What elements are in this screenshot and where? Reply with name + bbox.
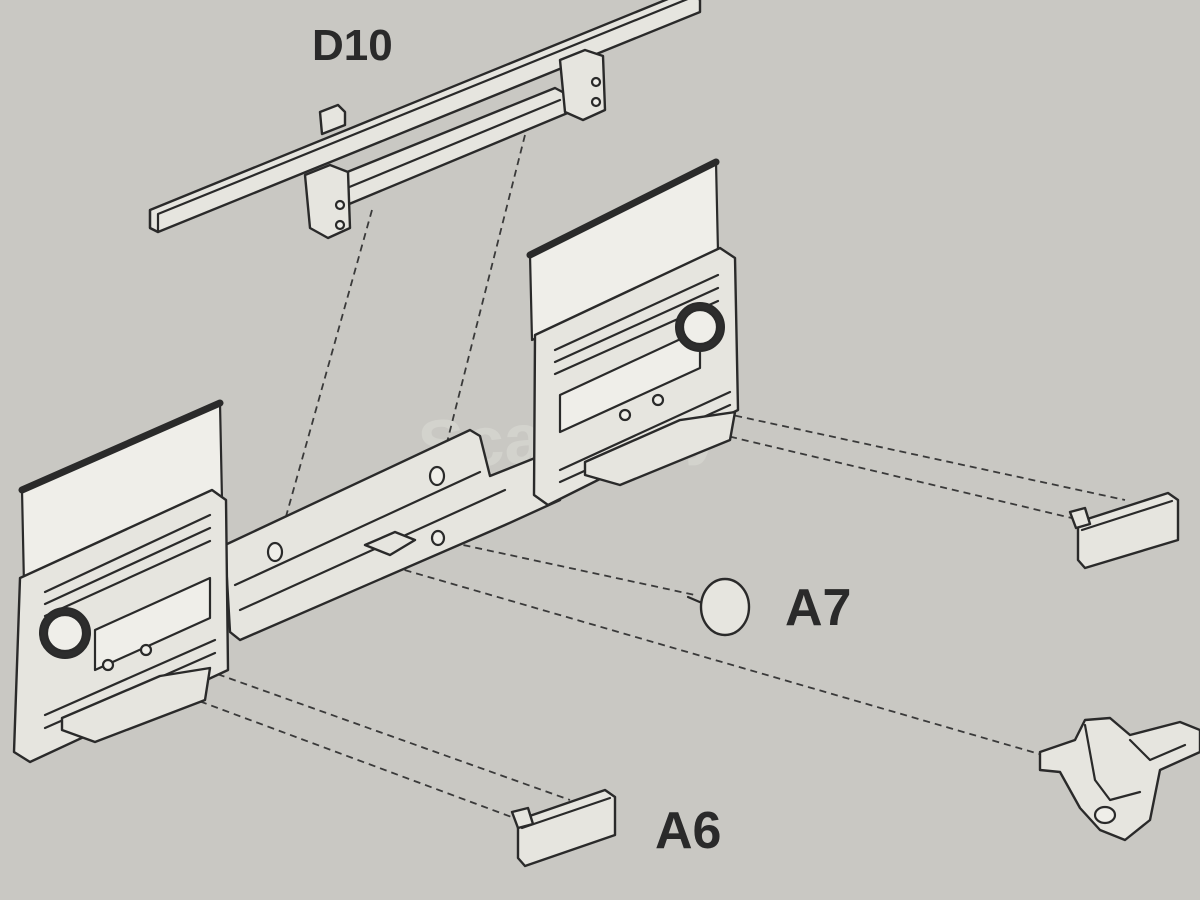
- part-a6-right: [1068, 491, 1180, 570]
- d10-bar-edge: [148, 0, 689, 234]
- d10-left-bracket: [303, 163, 352, 240]
- guide-a7: [439, 539, 696, 596]
- a7-cap-body: [699, 577, 751, 637]
- left-plate-window: [93, 576, 212, 672]
- a6-right-peg: [1068, 506, 1092, 530]
- left-end-plate: [12, 399, 230, 764]
- coupler-body: [1038, 716, 1200, 842]
- left-plate-bolt-1: [101, 658, 115, 672]
- left-plate-bolt-2: [139, 643, 153, 657]
- a6-right-body: [1076, 491, 1180, 570]
- assembly-guide-lines: [109, 134, 1126, 823]
- a6-lower-body: [516, 788, 617, 868]
- right-plate-slat-2: [553, 286, 720, 364]
- frame-beam-edge-2: [238, 488, 507, 612]
- a6-lower-edge: [520, 796, 612, 830]
- d10-left-tab: [318, 103, 347, 136]
- left-plate-slat-4: [43, 638, 217, 717]
- part-d10-beam: [148, 0, 702, 240]
- left-plate-slat-2: [43, 526, 212, 606]
- d10-rail-edge: [328, 98, 562, 197]
- left-plate-step: [60, 666, 212, 744]
- d10-right-pin-2: [590, 96, 602, 108]
- right-plate-lamp: [681, 308, 719, 346]
- right-plate-bolt-2: [651, 393, 665, 407]
- coupler-detail-2: [1128, 738, 1187, 762]
- left-plate-slat-3: [43, 539, 212, 618]
- right-plate-window: [558, 328, 702, 434]
- coupler-pin: [1093, 805, 1117, 825]
- guide-d10-left: [277, 209, 373, 546]
- guide-d10-right: [439, 134, 526, 471]
- frame-hole-left: [266, 541, 284, 563]
- a7-peg: [686, 595, 704, 605]
- right-plate-step: [583, 410, 737, 487]
- guide-a6-right-upper: [699, 407, 1126, 501]
- frame-beam-edge-1: [233, 470, 482, 587]
- right-plate-bolt-1: [618, 408, 632, 422]
- right-end-plate: [526, 158, 740, 507]
- left-plate-slat-1: [43, 513, 212, 594]
- label-a6: A6: [655, 802, 721, 860]
- label-d10: D10: [312, 21, 393, 70]
- frame-tab: [363, 530, 417, 557]
- frame-beam: [223, 428, 562, 642]
- part-a7-cap: [686, 577, 751, 637]
- d10-right-pin-1: [590, 76, 602, 88]
- label-a7: A7: [785, 579, 851, 637]
- a6-lower-peg: [510, 806, 535, 830]
- d10-bar: [148, 0, 702, 234]
- right-plate-slat-1: [553, 273, 720, 352]
- frame-hole-center: [430, 529, 446, 547]
- d10-left-pin-2: [334, 219, 346, 231]
- coupler-detail-1: [1083, 723, 1142, 802]
- left-plate-lamp: [45, 613, 85, 653]
- a6-right-edge: [1080, 499, 1174, 532]
- right-plate-top-edge: [526, 158, 720, 259]
- right-plate-slat-4: [558, 390, 732, 472]
- part-a6-lower: [510, 788, 617, 868]
- d10-left-pin-1: [334, 199, 346, 211]
- left-plate-top-edge: [18, 399, 224, 494]
- part-coupler: [1038, 716, 1200, 842]
- frame-hole-right: [428, 465, 446, 487]
